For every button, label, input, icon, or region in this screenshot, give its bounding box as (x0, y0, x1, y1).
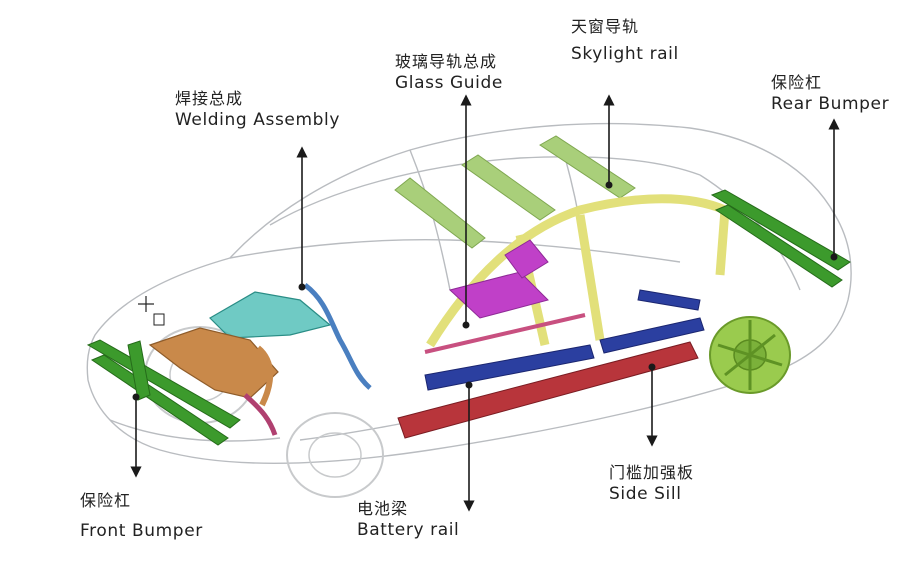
front-bumper-part (86, 339, 241, 446)
glass-guide-part (424, 313, 586, 354)
rear-bumper-label: 保险杠 Rear Bumper (771, 73, 889, 115)
leader-dots (132, 181, 838, 401)
glass-guide-en: Glass Guide (395, 73, 503, 94)
battery-rail-label: 电池梁 Battery rail (357, 499, 459, 541)
front-bumper-label: 保险杠 Front Bumper (80, 491, 203, 542)
windshield-glass (209, 291, 332, 339)
glass-guide-zh: 玻璃导轨总成 (395, 52, 498, 71)
front-bumper-en: Front Bumper (80, 521, 203, 542)
side-sill-zh: 门槛加强板 (609, 463, 695, 482)
leader-arrows (130, 94, 840, 512)
battery-rail-zh: 电池梁 (357, 499, 409, 518)
skylight-rail-label: 天窗导轨 Skylight rail (571, 17, 679, 65)
side-sill-label: 门槛加强板 Side Sill (609, 463, 694, 505)
calculator-icon (153, 313, 165, 326)
side-sill-part (397, 341, 699, 439)
welding-assembly-zh: 焊接总成 (175, 89, 244, 108)
skylight-rail-en: Skylight rail (571, 44, 679, 65)
skylight-rail-zh: 天窗导轨 (571, 17, 640, 36)
rear-right-wheel (709, 316, 791, 394)
seat-parts (448, 239, 549, 319)
rear-bumper-part (710, 189, 851, 288)
rear-bumper-zh: 保险杠 (771, 73, 823, 92)
battery-rail-en: Battery rail (357, 520, 460, 541)
battery-rail-part (424, 289, 705, 391)
welding-assembly-label: 焊接总成 Welding Assembly (175, 89, 340, 131)
rear-bumper-en: Rear Bumper (771, 94, 890, 115)
welding-assembly-en: Welding Assembly (175, 110, 341, 131)
front-bumper-zh: 保险杠 (80, 491, 132, 510)
glass-guide-label: 玻璃导轨总成 Glass Guide (395, 52, 503, 94)
skylight-rails (394, 135, 636, 249)
side-sill-en: Side Sill (609, 484, 682, 505)
front-right-wheel (286, 412, 384, 498)
crosshair-icon (138, 296, 154, 312)
welding-assembly-part (148, 283, 372, 436)
